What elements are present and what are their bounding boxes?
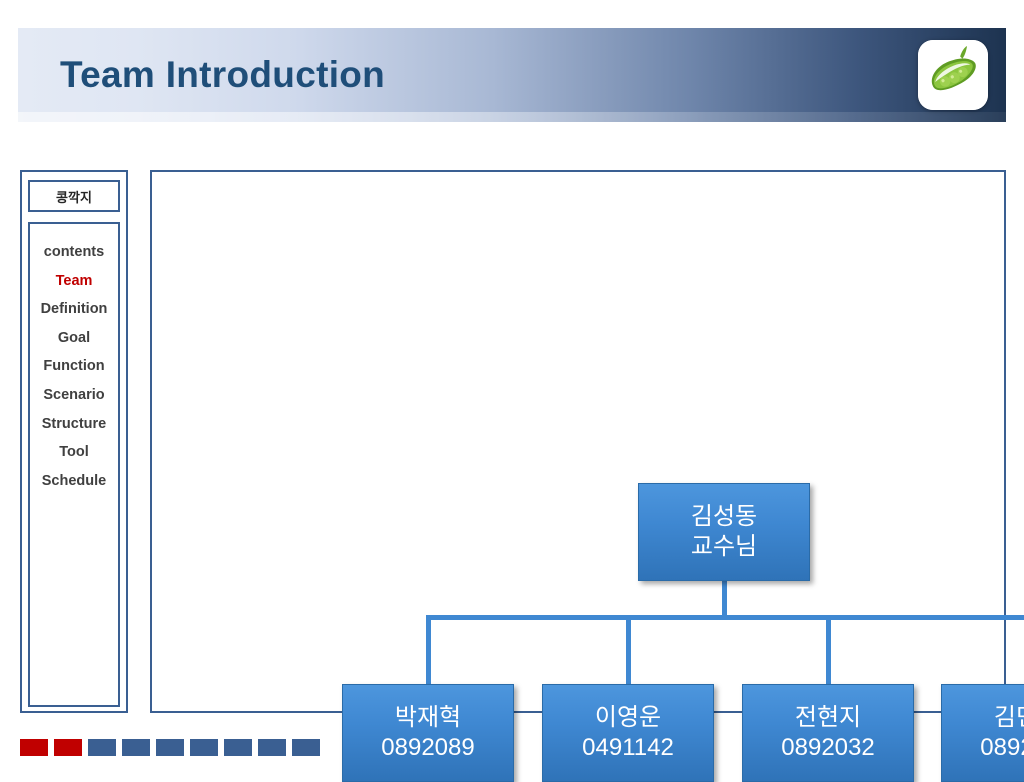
org-node-member-2-name: 전현지	[794, 704, 862, 731]
footer-square-7	[258, 739, 286, 756]
org-node-professor[interactable]: 김성동 교수님	[638, 483, 810, 581]
connector-member-0-vertical	[426, 615, 431, 686]
content-panel: 김성동 교수님 박재혁 0892089 이영운 0491142 전현지 0892…	[150, 170, 1024, 782]
sidebar-item-team[interactable]: Team	[55, 272, 93, 289]
org-node-member-0-name: 박재혁	[394, 704, 462, 731]
sidebar-item-definition[interactable]: Definition	[40, 301, 108, 318]
footer-square-8	[292, 739, 320, 756]
org-node-member-3-id: 0892007	[980, 734, 1024, 761]
sidebar-item-function[interactable]: Function	[43, 358, 105, 375]
footer-square-0	[20, 739, 48, 756]
org-node-member-0[interactable]: 박재혁 0892089	[342, 684, 514, 782]
sidebar-item-contents[interactable]: contents	[43, 244, 105, 260]
org-node-professor-title: 교수님	[690, 533, 758, 560]
connector-member-1-vertical	[626, 615, 631, 686]
sidebar-nav: contents Team Definition Goal Function S…	[28, 222, 120, 707]
connector-member-2-vertical	[826, 615, 831, 686]
sidebar-item-structure[interactable]: Structure	[41, 415, 107, 432]
footer-square-2	[88, 739, 116, 756]
page-title: Team Introduction	[60, 54, 386, 95]
org-node-member-3[interactable]: 김민지 0892007	[941, 684, 1024, 782]
connector-horizontal-bus	[426, 615, 1024, 620]
org-node-member-2-id: 0892032	[781, 734, 875, 761]
sidebar-item-scenario[interactable]: Scenario	[43, 386, 105, 403]
footer-square-4	[156, 739, 184, 756]
slide-header-banner: Team Introduction	[18, 28, 1006, 122]
sidebar-title-box: 콩깍지	[28, 180, 120, 212]
footer-square-3	[122, 739, 150, 756]
org-node-member-1-name: 이영운	[594, 704, 662, 731]
sidebar-title-label: 콩깍지	[56, 189, 92, 205]
sidebar-item-tool[interactable]: Tool	[59, 444, 89, 461]
footer-square-1	[54, 739, 82, 756]
org-node-member-0-id: 0892089	[381, 734, 475, 761]
org-chart: 김성동 교수님 박재혁 0892089 이영운 0491142 전현지 0892…	[152, 172, 1024, 782]
footer-square-5	[190, 739, 218, 756]
org-node-member-1-id: 0491142	[582, 734, 674, 761]
org-node-member-1[interactable]: 이영운 0491142	[542, 684, 714, 782]
footer-square-strip	[20, 739, 320, 756]
org-node-member-3-name: 김민지	[993, 704, 1024, 731]
pea-pod-icon	[918, 40, 988, 110]
org-node-professor-name: 김성동	[690, 503, 758, 530]
sidebar-item-schedule[interactable]: Schedule	[41, 472, 107, 489]
connector-root-vertical	[722, 581, 727, 619]
org-node-member-2[interactable]: 전현지 0892032	[742, 684, 914, 782]
footer-square-6	[224, 739, 252, 756]
sidebar-item-goal[interactable]: Goal	[57, 329, 91, 346]
